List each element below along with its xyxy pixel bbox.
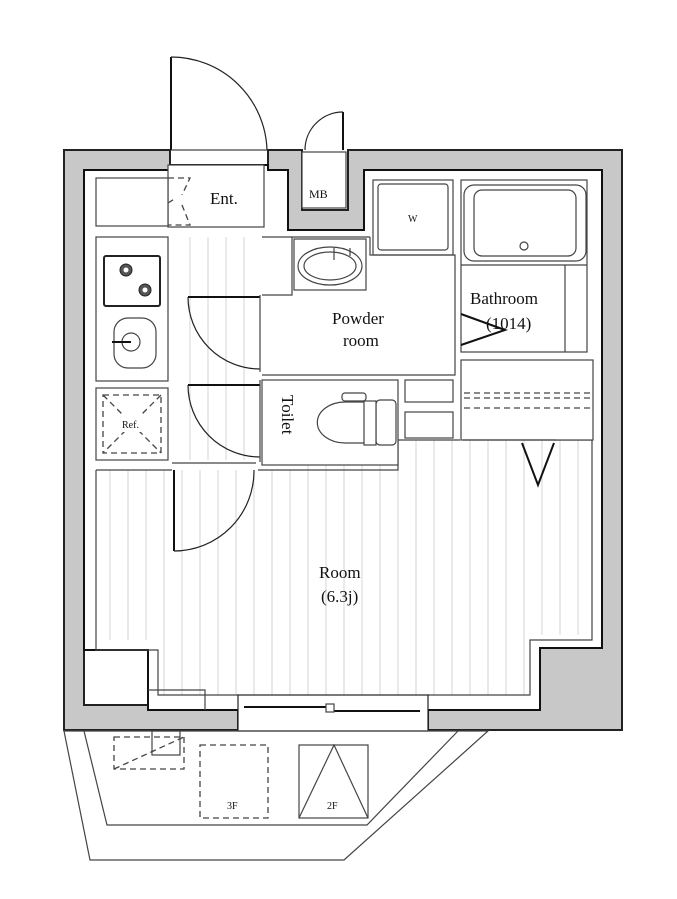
room-door[interactable]	[172, 462, 256, 552]
meter-box: MB	[301, 111, 347, 209]
room-label-line2: (6.3j)	[321, 587, 358, 606]
powder-room-label-line1: Powder	[332, 309, 384, 328]
powder-room-door[interactable]	[187, 295, 261, 372]
ladder-2f[interactable]: 2F	[298, 743, 369, 819]
closet-door[interactable]	[521, 442, 555, 488]
entrance-door[interactable]	[170, 56, 268, 151]
toilet-bowl-icon	[316, 392, 397, 446]
balcony: 3F 2F	[63, 730, 490, 861]
ladder-2f-label: 2F	[327, 801, 338, 812]
ladder-3f: 3F	[199, 744, 269, 819]
toilet: Toilet	[187, 379, 399, 466]
refrigerator: Ref.	[95, 387, 169, 461]
washer-label: W	[408, 214, 418, 225]
bathroom: Bathroom (1014)	[460, 179, 588, 353]
ladder-3f-label: 3F	[227, 801, 238, 812]
shoe-cabinet	[95, 177, 169, 227]
stove	[103, 255, 161, 307]
powder-room: Powder room	[187, 236, 456, 376]
burner-icon	[119, 263, 152, 297]
entrance: Ent.	[95, 56, 268, 228]
balcony-window[interactable]	[237, 694, 429, 732]
bathroom-label-line1: Bathroom	[470, 289, 538, 308]
room-label-line1: Room	[319, 563, 361, 582]
washer: W	[372, 179, 454, 256]
floor-pattern	[109, 237, 579, 695]
refrigerator-label: Ref.	[122, 420, 139, 431]
meter-box-door[interactable]	[304, 111, 344, 151]
closet	[460, 359, 594, 441]
toilet-door[interactable]	[187, 380, 261, 462]
bathroom-label-line2: (1014)	[486, 314, 531, 333]
entrance-label: Ent.	[210, 189, 238, 208]
bathroom-door[interactable]	[460, 313, 509, 346]
storage	[404, 359, 594, 488]
meter-box-label: MB	[309, 187, 328, 201]
kitchen	[95, 236, 169, 382]
toilet-label: Toilet	[278, 395, 297, 435]
powder-room-label-line2: room	[343, 331, 379, 350]
